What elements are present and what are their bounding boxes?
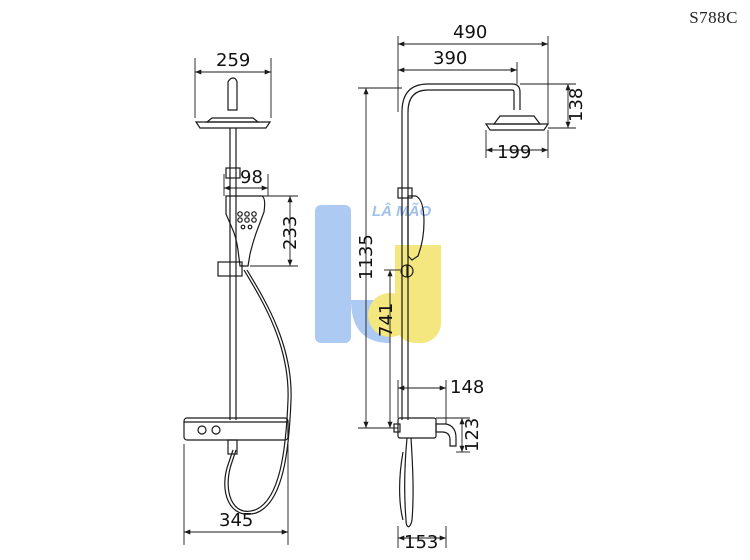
dim-head-drop: 138 xyxy=(566,88,587,122)
dim-head-diameter: 199 xyxy=(497,142,531,163)
right-dimension-lines xyxy=(358,36,576,548)
dim-spout-height: 123 xyxy=(462,418,483,452)
dim-hand-shower-width: 98 xyxy=(240,167,263,188)
right-view-shower-column xyxy=(393,83,550,528)
left-dimension-lines xyxy=(183,58,298,545)
dim-shower-head-width: 259 xyxy=(216,50,250,71)
dim-total-height: 1135 xyxy=(356,234,377,280)
dim-bottom-width: 153 xyxy=(404,532,438,553)
left-view-shower-column xyxy=(183,77,292,515)
dim-overall-width: 490 xyxy=(453,22,487,43)
dimension-labels: 259 98 233 345 490 390 138 199 1135 741 … xyxy=(216,22,587,553)
dim-base-width: 345 xyxy=(219,510,253,531)
model-code: S788C xyxy=(689,8,738,27)
dim-arm-reach: 390 xyxy=(433,48,467,69)
dim-hand-shower-height: 233 xyxy=(280,216,301,250)
dim-valve-height: 741 xyxy=(376,303,397,337)
dim-spout-reach: 148 xyxy=(450,377,484,398)
